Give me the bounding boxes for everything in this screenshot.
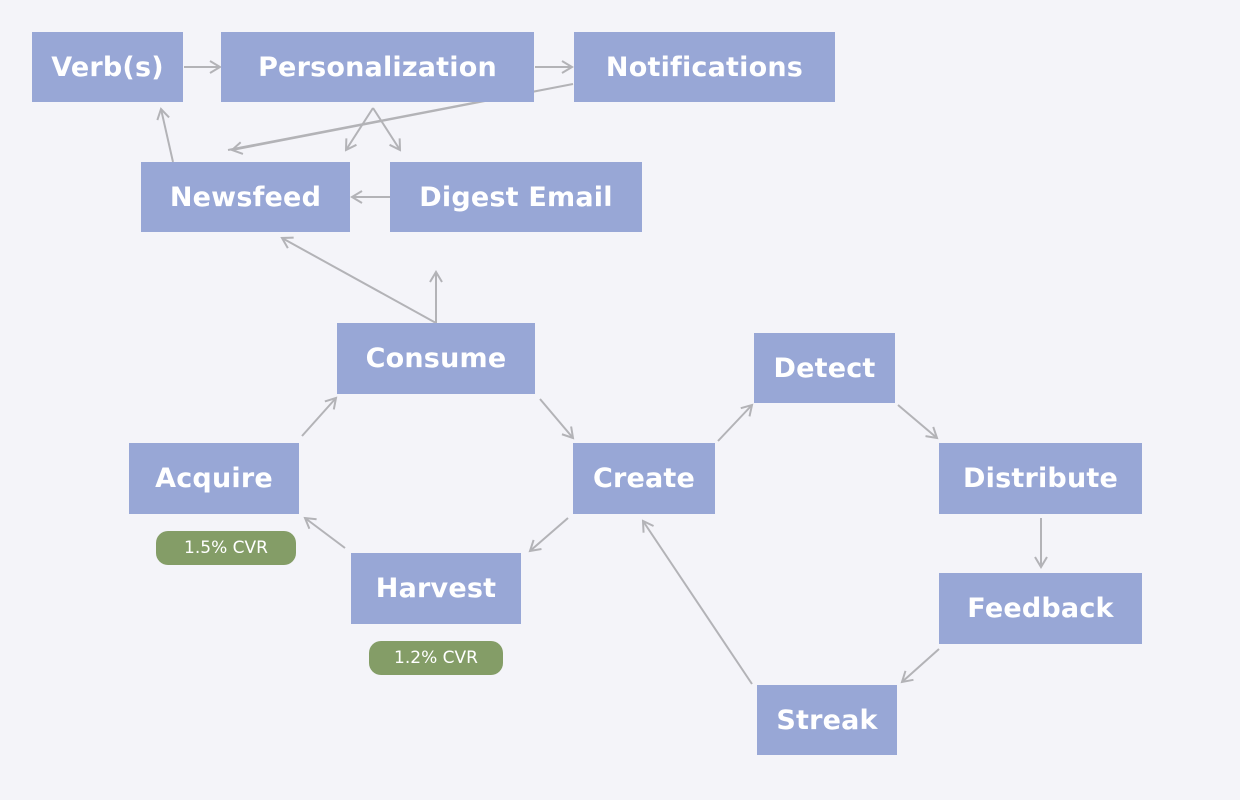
edge-harvest-acquire [303,516,346,549]
node-streak: Streak [757,685,897,755]
edge-consume-newsfeed [280,236,437,324]
edge-consume-create [539,398,575,440]
badge-acquire-cvr: 1.5% CVR [156,531,296,565]
node-detect: Detect [754,333,895,403]
node-personalization: Personalization [221,32,534,102]
node-harvest: Harvest [351,553,521,624]
edge-feedback-streak [900,648,940,684]
node-verbs: Verb(s) [32,32,183,102]
node-feedback: Feedback [939,573,1142,644]
node-create: Create [573,443,715,514]
node-consume: Consume [337,323,535,394]
edge-newsfeed-verbs [156,107,174,163]
node-distribute: Distribute [939,443,1142,514]
edge-acquire-consume [301,396,338,437]
node-newsfeed: Newsfeed [141,162,350,232]
edge-detect-distribute [897,404,939,440]
edge-create-detect [717,403,754,442]
badge-harvest-cvr: 1.2% CVR [369,641,503,675]
node-digest-email: Digest Email [390,162,642,232]
edge-personalization-digest-email [372,107,402,152]
node-acquire: Acquire [129,443,299,514]
edge-personalization-newsfeed-cross [227,101,479,151]
edge-create-harvest [528,517,569,553]
edge-personalization-newsfeed [344,107,374,152]
node-notifications: Notifications [574,32,835,102]
edge-streak-create [641,519,753,685]
